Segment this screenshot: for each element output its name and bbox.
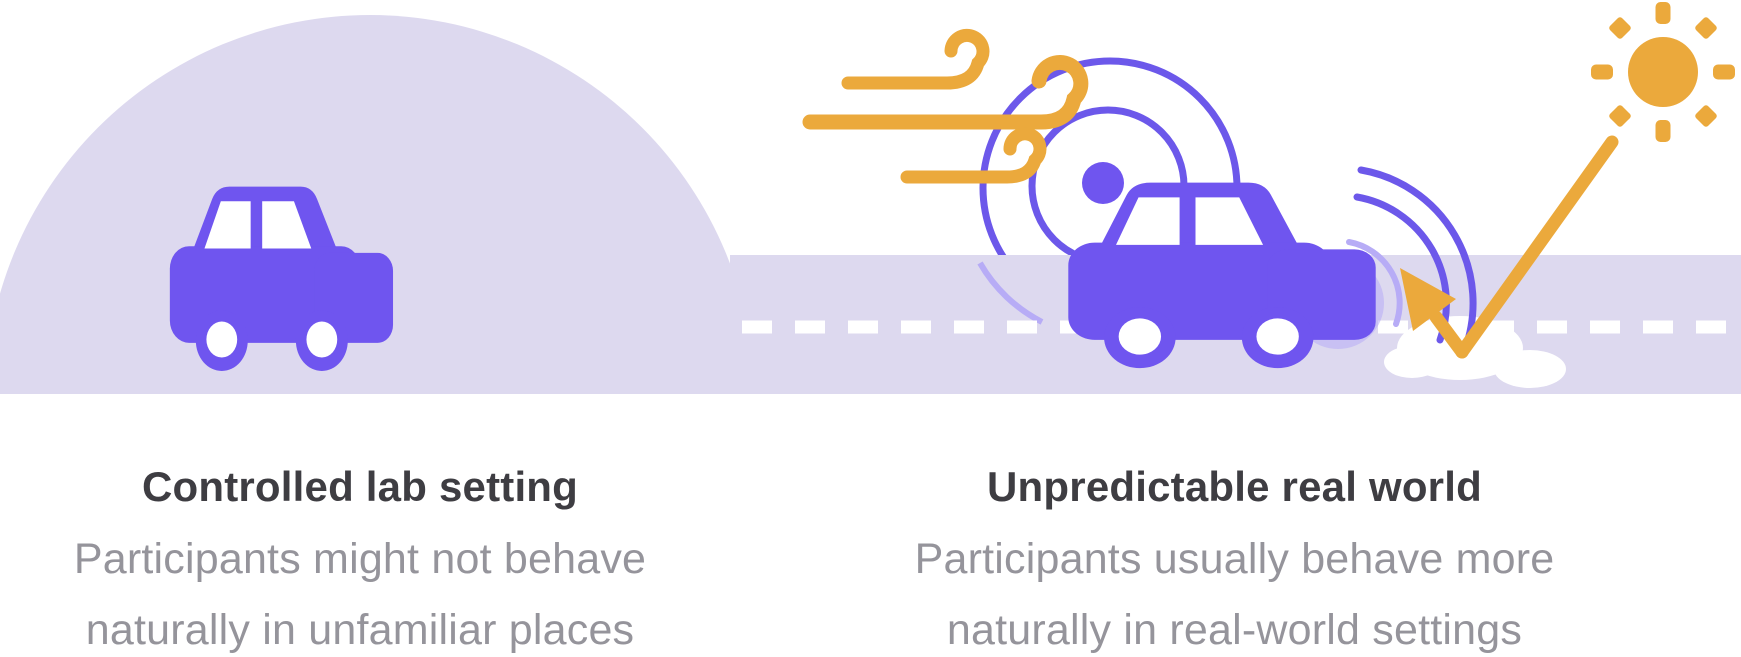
left-caption: Controlled lab setting Participants migh… [0,450,720,657]
baseline-mask [0,394,1741,657]
right-caption: Unpredictable real world Participants us… [728,450,1741,657]
swirl-tail [977,261,1044,325]
left-subtitle-line1: Participants might not behave [73,535,647,583]
right-title: Unpredictable real world [987,463,1482,510]
sunlight-arrow-icon [1400,135,1619,359]
cloud-icon [1384,316,1566,388]
right-subtitle-line2: naturally in real-world settings [946,606,1523,654]
left-subtitle-line2: naturally in unfamiliar places [85,606,635,654]
sun-icon [1591,2,1735,142]
left-subtitle: Participants might not behave naturally … [0,524,720,657]
right-subtitle-line1: Participants usually behave more [914,535,1555,583]
left-title: Controlled lab setting [141,463,579,510]
right-subtitle: Participants usually behave more natural… [728,524,1741,657]
wind-gust-icon [802,28,1089,184]
